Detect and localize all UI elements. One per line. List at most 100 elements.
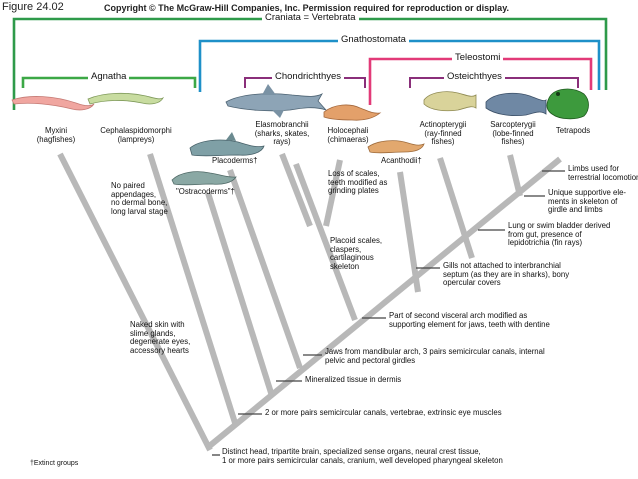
branch-actinopterygii xyxy=(437,157,475,259)
ostracoderm-illustration xyxy=(171,171,237,186)
taxon-name: Placoderms† xyxy=(212,156,258,165)
taxon-holocephali: Holocephali (chimaeras) xyxy=(318,126,378,144)
taxon-common-name: (sharks, skates, xyxy=(254,128,310,138)
note-line: skeleton xyxy=(330,262,360,272)
note-no-paired-appendages: No paired appendages, no dermal bone, lo… xyxy=(111,181,168,217)
note-line: claspers, xyxy=(330,244,362,254)
character-line: from gut, presence of xyxy=(508,229,582,239)
character-line: Mineralized tissue in dermis xyxy=(305,375,402,384)
character-line: opercular covers xyxy=(443,278,501,288)
lamprey-illustration xyxy=(87,92,165,105)
animal-illustrations xyxy=(11,84,589,186)
taxon-tetrapods: Tetrapods xyxy=(548,126,598,136)
tree-trunk xyxy=(205,156,562,451)
character-line: ments in skeleton of xyxy=(548,196,618,206)
character-line: 2 or more pairs semicircular canals, ver… xyxy=(265,408,502,417)
taxon-name: Holocephali xyxy=(327,126,369,135)
note-placoid-scales: Placoid scales, claspers, cartilaginous … xyxy=(330,236,383,272)
taxon-name: Cephalaspidomorphi xyxy=(100,126,172,135)
taxon-name: Sarcopterygii xyxy=(490,120,536,129)
teleostomi-label: Teleostomi xyxy=(452,52,504,64)
taxon-name: Actinopterygii xyxy=(419,120,467,129)
character-visceral-arch: Part of second visceral arch modified as… xyxy=(389,311,550,329)
branch-chondrichthyes xyxy=(293,162,358,322)
character-supportive-elements: Unique supportive ele- ments in skeleton… xyxy=(548,188,627,215)
phylogenetic-tree xyxy=(57,152,562,452)
character-line: Unique supportive ele- xyxy=(548,188,627,197)
character-distinct-head: Distinct head, tripartite brain, special… xyxy=(222,447,503,465)
character-lung-swim-bladder: Lung or swim bladder derived from gut, p… xyxy=(508,221,611,248)
taxon-elasmobranchii: Elasmobranchii (sharks, skates, rays) xyxy=(244,120,320,147)
note-naked-skin: Naked skin with slime glands, degenerate… xyxy=(130,320,191,356)
character-line: Gills not attached to interbranchial xyxy=(443,261,561,270)
character-pointers xyxy=(212,170,565,456)
coelacanth-illustration xyxy=(485,92,547,116)
branch-myxini xyxy=(57,152,213,452)
taxon-cephalaspidomorphi: Cephalaspidomorphi (lampreys) xyxy=(94,126,178,144)
note-line: long larval stage xyxy=(111,207,168,217)
character-line: 1 or more pairs semicircular canals, cra… xyxy=(222,455,503,465)
taxon-ostracoderms: "Ostracoderms"† xyxy=(176,187,235,197)
gnathostomata-bracket xyxy=(198,39,601,92)
note-line: teeth modified as xyxy=(328,177,388,187)
character-line: Jaws from mandibular arch, 3 pairs semic… xyxy=(325,347,545,356)
chimaera-illustration xyxy=(323,104,382,121)
branch-holocephali xyxy=(323,159,343,227)
note-line: slime glands, xyxy=(130,328,176,338)
character-semicircular-canals: 2 or more pairs semicircular canals, ver… xyxy=(265,408,502,418)
osteichthyes-label: Osteichthyes xyxy=(444,71,505,83)
taxon-name: Tetrapods xyxy=(555,126,591,135)
note-line: grinding plates xyxy=(328,186,379,196)
note-line: appendages, xyxy=(111,189,157,199)
character-line: pelvic and pectoral girdles xyxy=(325,355,416,365)
note-line: No paired xyxy=(111,181,145,190)
character-mineralized-tissue: Mineralized tissue in dermis xyxy=(305,375,402,385)
branch-sarcopterygii xyxy=(507,154,523,197)
taxon-name: Elasmobranchii xyxy=(255,120,309,129)
branch-placoderms xyxy=(227,169,303,369)
character-jaws: Jaws from mandibular arch, 3 pairs semic… xyxy=(325,347,545,365)
taxon-common-name-cont: rays) xyxy=(273,137,291,147)
character-line: girdle and limbs xyxy=(548,205,603,215)
character-line: supporting element for jaws, teeth with … xyxy=(389,319,550,329)
note-line: no dermal bone, xyxy=(111,198,168,208)
taxon-common-name: (lampreys) xyxy=(117,134,155,144)
character-line: lepidotrichia (fin rays) xyxy=(508,238,583,248)
taxon-common-name-cont: fishes) xyxy=(431,137,455,147)
note-loss-of-scales: Loss of scales, teeth modified as grindi… xyxy=(328,169,388,196)
taxon-name: Myxini xyxy=(44,126,68,135)
note-line: degenerate eyes, xyxy=(130,337,191,347)
note-line: Naked skin with xyxy=(130,320,185,329)
frog-illustration xyxy=(546,88,589,120)
acanthodian-illustration xyxy=(367,140,425,154)
craniata-label: Craniata = Vertebrata xyxy=(262,12,359,24)
taxon-common-name-cont: fishes) xyxy=(501,137,525,147)
character-line: Lung or swim bladder derived xyxy=(508,221,611,230)
figure-label: Figure 24.02 xyxy=(2,1,64,13)
gnathostomata-label: Gnathostomata xyxy=(338,34,409,46)
shark-illustration xyxy=(225,84,328,118)
note-line: Placoid scales, xyxy=(330,236,383,245)
taxon-common-name: (lobe-finned xyxy=(492,128,534,138)
branch-ostracoderms xyxy=(205,192,275,397)
taxon-actinopterygii: Actinopterygii (ray-finned fishes) xyxy=(410,120,476,147)
taxon-common-name: (ray-finned xyxy=(424,128,462,138)
agnatha-label: Agnatha xyxy=(88,71,130,83)
chondrichthyes-label: Chondrichthyes xyxy=(272,71,345,83)
perch-illustration xyxy=(423,91,477,112)
taxon-name: "Ostracoderms"† xyxy=(176,187,235,196)
character-line: Part of second visceral arch modified as xyxy=(389,311,528,320)
note-line: accessory hearts xyxy=(130,346,189,356)
character-line: Limbs used for xyxy=(568,164,620,173)
footnote-extinct-groups: †Extinct groups xyxy=(30,460,79,467)
taxon-sarcopterygii: Sarcopterygii (lobe-finned fishes) xyxy=(480,120,546,147)
character-line: septum (as they are in sharks), bony xyxy=(443,269,570,279)
copyright-notice: Copyright © The McGraw-Hill Companies, I… xyxy=(104,3,510,13)
placoderm-illustration xyxy=(189,132,265,157)
character-limbs: Limbs used for terrestrial locomotion xyxy=(568,164,638,182)
note-line: cartilaginous xyxy=(330,253,374,263)
taxon-myxini: Myxini (hagfishes) xyxy=(26,126,86,144)
branch-acanthodii xyxy=(397,171,421,293)
character-line: terrestrial locomotion xyxy=(568,172,638,182)
